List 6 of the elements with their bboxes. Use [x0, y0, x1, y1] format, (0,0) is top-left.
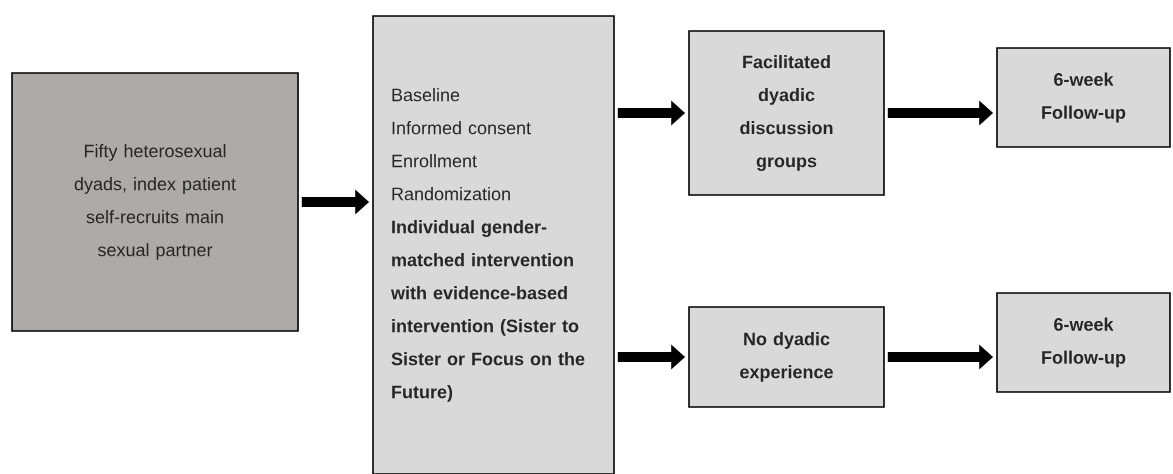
process-box: Baseline Informed consent Enrollment Randomization Individual gender-matched intervention with evidence-based intervention (Sister to Sister or Focus on the Future): [372, 15, 615, 474]
process-box: Fifty heterosexual dyads, index patient self-recruits main sexual partner: [11, 72, 299, 332]
process-box: 6-week Follow-up: [996, 292, 1171, 393]
process-box: 6-week Follow-up: [996, 47, 1171, 148]
process-box: No dyadic experience: [688, 306, 885, 408]
process-box: Facilitated dyadic discussion groups: [688, 30, 885, 196]
